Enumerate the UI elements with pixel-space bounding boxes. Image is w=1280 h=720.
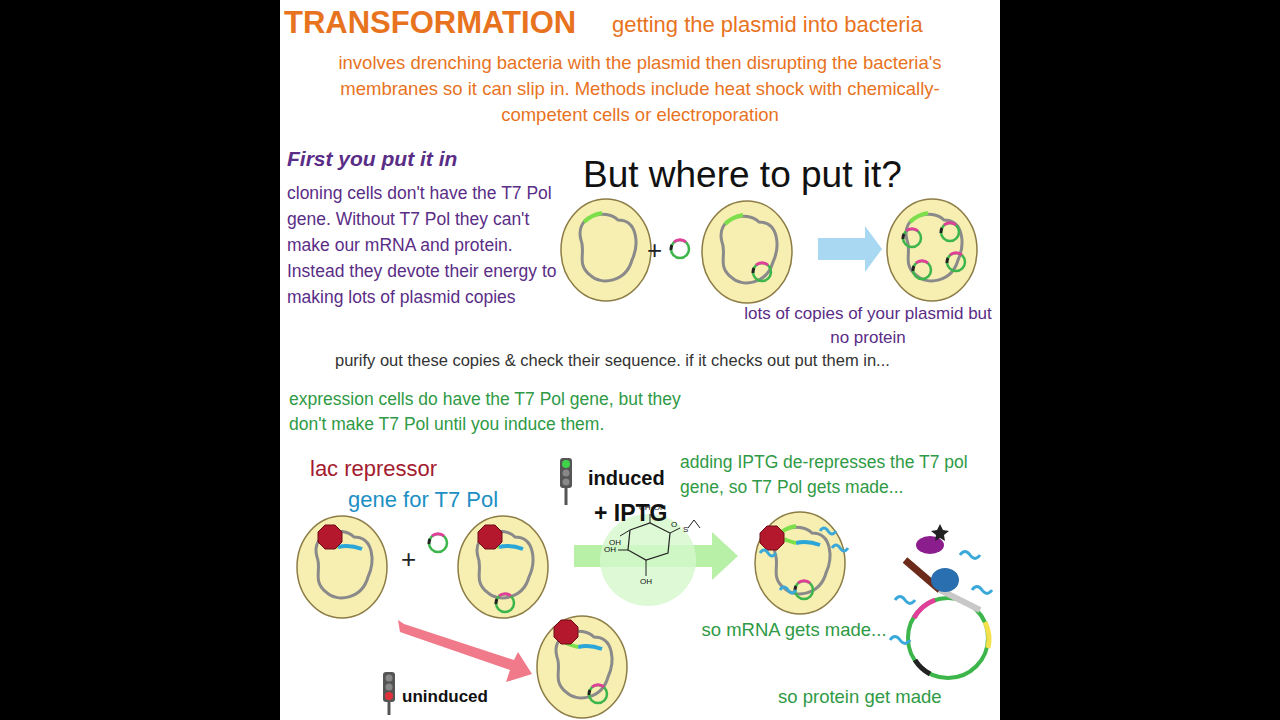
atom-label: CH₂OH — [639, 503, 666, 513]
expression-text: expression cells do have the T7 Pol gene… — [289, 387, 719, 437]
step-heading: First you put it in — [287, 146, 457, 172]
note-text: purify out these copies & check their se… — [335, 350, 985, 371]
plus-sign: + — [401, 543, 416, 576]
plus-sign: + — [647, 234, 662, 267]
title: TRANSFORMATION — [284, 4, 576, 43]
uninduced-label: uninduced — [402, 686, 488, 707]
step-text: so protein get made — [778, 685, 942, 708]
cloning-text: cloning cells don't have the T7 Pol gene… — [287, 180, 559, 310]
subtitle: getting the plasmid into bacteria — [612, 11, 923, 39]
induced-text: adding IPTG de-represses the T7 pol gene… — [680, 450, 992, 500]
intro-text: involves drenching bacteria with the pla… — [300, 50, 980, 128]
atom-label: S — [683, 525, 688, 535]
atom-label: OH — [604, 545, 616, 555]
step-text: so mRNA gets made... — [700, 617, 888, 643]
repressor-label: lac repressor — [310, 455, 437, 483]
gene-label: gene for T7 Pol — [348, 486, 498, 514]
question: But where to put it? — [583, 152, 902, 198]
caption-text: lots of copies of your plasmid but no pr… — [738, 302, 998, 350]
atom-label: O — [671, 520, 677, 530]
atom-label: OH — [640, 577, 652, 587]
induced-label: induced — [588, 466, 665, 491]
